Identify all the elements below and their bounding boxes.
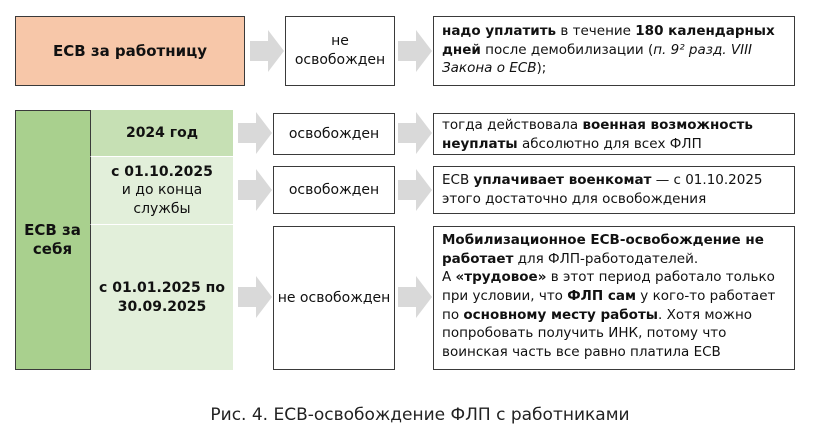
- arrow-icon: [250, 30, 284, 72]
- arrow-icon: [238, 276, 272, 318]
- description-2025-01-to-09: Мобилизационное ЕСВ-освобождение не рабо…: [433, 226, 795, 370]
- emphasis-text: основному месту работы: [463, 306, 658, 323]
- figure-caption-text: Рис. 4. ЕСВ-освобождение ФЛП с работника…: [210, 405, 630, 425]
- arrow-icon: [238, 169, 272, 211]
- period-2025-01-to-09: с 01.01.2025 по 30.09.2025: [90, 225, 233, 370]
- plain-text: . Хотя можно попробовать получить ИНК, п…: [442, 306, 753, 360]
- description-from-2025-10-01: ЕСВ уплачивает военкомат — с 01.10.2025 …: [433, 166, 795, 214]
- plain-text: после демобилизации (: [480, 41, 654, 58]
- plain-text: для ФЛП-работодателей.: [513, 250, 699, 267]
- employee-status-box: не освобожден: [285, 16, 395, 86]
- employee-description-text: надо уплатить в течение 180 календарных …: [442, 23, 775, 76]
- emphasis-text: Мобилизационное ЕСВ-освобождение не рабо…: [442, 232, 764, 267]
- arrow-icon: [398, 112, 432, 154]
- emphasis-text: «трудовое»: [455, 269, 547, 286]
- emphasis-text: уплачивает военкомат: [473, 172, 652, 188]
- description-2024-text: тогда действовала военная возможность не…: [442, 117, 753, 152]
- plain-text: в этот период работало только при услови…: [442, 269, 775, 304]
- emphasis-text: 180 календарных дней: [442, 23, 775, 58]
- status-2024-text: освобожден: [288, 125, 380, 142]
- plain-text: ЕСВ: [442, 172, 474, 188]
- status-2024: освобожден: [273, 113, 395, 155]
- plain-text: );: [536, 60, 547, 77]
- figure-caption: Рис. 4. ЕСВ-освобождение ФЛП с работника…: [0, 400, 840, 430]
- description-from-2025-10-01-text: ЕСВ уплачивает военкомат — с 01.10.2025 …: [442, 172, 763, 207]
- plain-text: в течение: [556, 23, 636, 39]
- plain-text: А: [442, 269, 456, 286]
- status-from-2025-10-01-text: освобожден: [288, 181, 380, 198]
- emphasis-text: военная возможность неуплаты: [442, 117, 753, 152]
- period-start: с 01.10.2025: [111, 164, 213, 181]
- employee-status-text: не освобожден: [294, 33, 386, 68]
- period-from-2025-10-01: с 01.10.2025 и до конца службы: [90, 157, 233, 225]
- description-2024: тогда действовала военная возможность не…: [433, 113, 795, 155]
- status-2025-01-to-09: не освобожден: [273, 226, 395, 370]
- arrow-icon: [398, 276, 432, 318]
- self-esv-label-text: ЕСВ за себя: [24, 221, 81, 258]
- employee-esv-label: ЕСВ за работницу: [15, 16, 245, 86]
- self-esv-label: ЕСВ за себя: [15, 110, 90, 370]
- status-2025-01-to-09-text: не освобожден: [277, 289, 391, 306]
- employee-description: надо уплатить в течение 180 календарных …: [433, 16, 795, 86]
- arrow-icon: [398, 169, 432, 211]
- status-from-2025-10-01: освобожден: [273, 166, 395, 214]
- emphasis-text: ФЛП сам: [567, 287, 636, 304]
- plain-text: п. 9² разд. VIII Закона о ЕСВ: [442, 41, 753, 77]
- emphasis-text: надо уплатить: [442, 23, 557, 39]
- period-end: и до конца службы: [121, 182, 203, 217]
- arrow-icon: [238, 112, 272, 154]
- plain-text: — с 01.10.2025 этого достаточно для осво…: [442, 172, 763, 207]
- plain-text: тогда действовала: [442, 117, 583, 133]
- employee-esv-label-text: ЕСВ за работницу: [52, 42, 208, 60]
- plain-text: у кого-то работает по: [442, 287, 776, 323]
- arrow-icon: [398, 30, 432, 72]
- description-2025-01-to-09-text: Мобилизационное ЕСВ-освобождение не рабо…: [442, 232, 775, 360]
- period-2025-01-to-09-text: с 01.01.2025 по 30.09.2025: [99, 280, 225, 315]
- period-from-2025-10-01-text: с 01.10.2025 и до конца службы: [91, 163, 233, 218]
- period-2024: 2024 год: [90, 110, 233, 157]
- period-2024-text: 2024 год: [125, 124, 199, 141]
- plain-text: абсолютно для всех ФЛП: [517, 135, 702, 152]
